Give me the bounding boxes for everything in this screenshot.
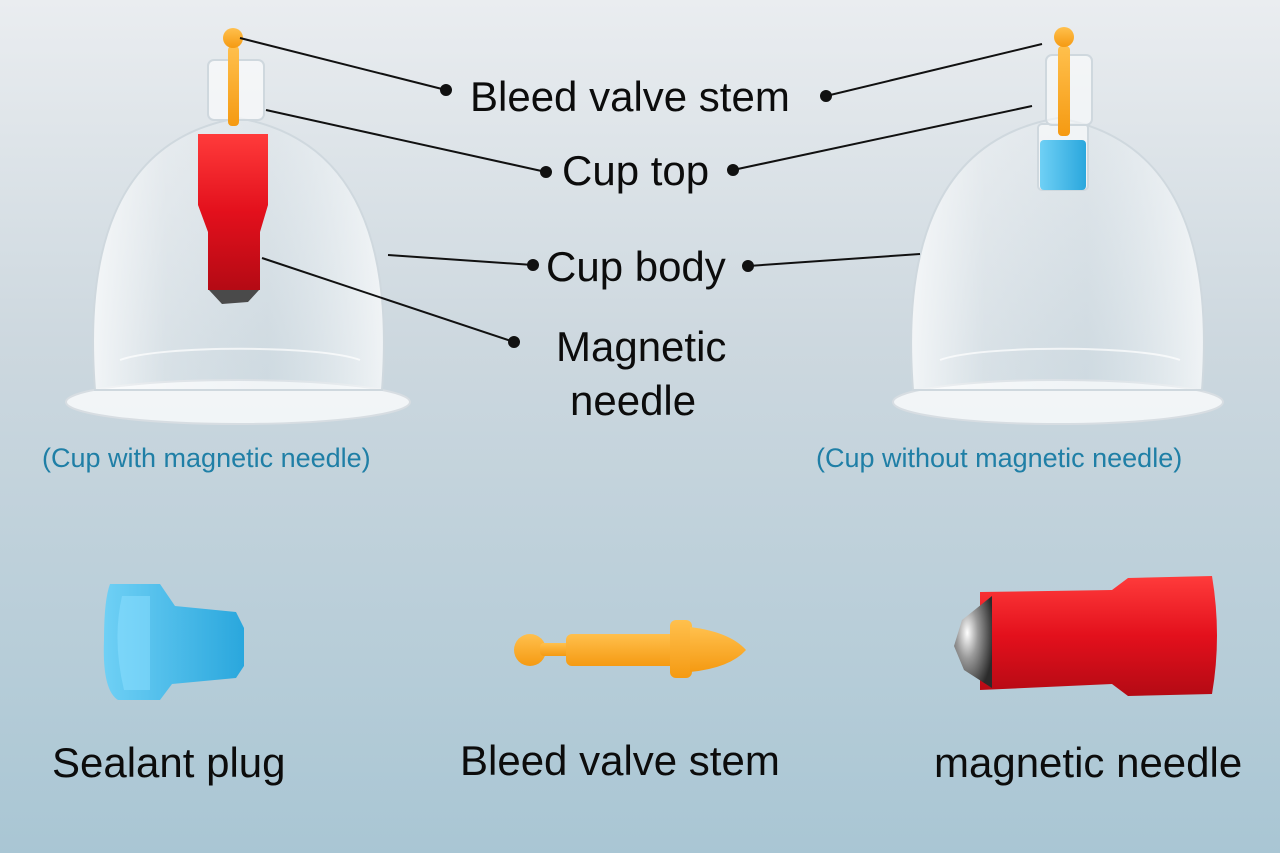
bleed-valve-stem-illustration: [514, 620, 746, 678]
caption-right-cup: (Cup without magnetic needle): [816, 443, 1183, 473]
callout-bleed-valve-stem: Bleed valve stem: [470, 73, 790, 120]
leader-lines: [239, 37, 1043, 348]
part-label-bleed-valve-stem: Bleed valve stem: [460, 737, 780, 784]
right-cup-without-needle: [892, 27, 1224, 425]
part-label-magnetic-needle: magnetic needle: [934, 739, 1243, 786]
callout-magnetic-needle-line1: Magnetic: [556, 323, 727, 370]
magnetic-needle-illustration: [954, 576, 1217, 696]
sealant-plug-illustration: [103, 584, 245, 700]
callout-cup-top: Cup top: [562, 147, 710, 194]
callout-magnetic-needle-line2: needle: [570, 377, 697, 424]
left-cup-with-needle: [65, 28, 411, 425]
caption-left-cup: (Cup with magnetic needle): [42, 443, 371, 473]
callout-cup-body: Cup body: [546, 243, 726, 290]
part-label-sealant-plug: Sealant plug: [52, 739, 286, 786]
